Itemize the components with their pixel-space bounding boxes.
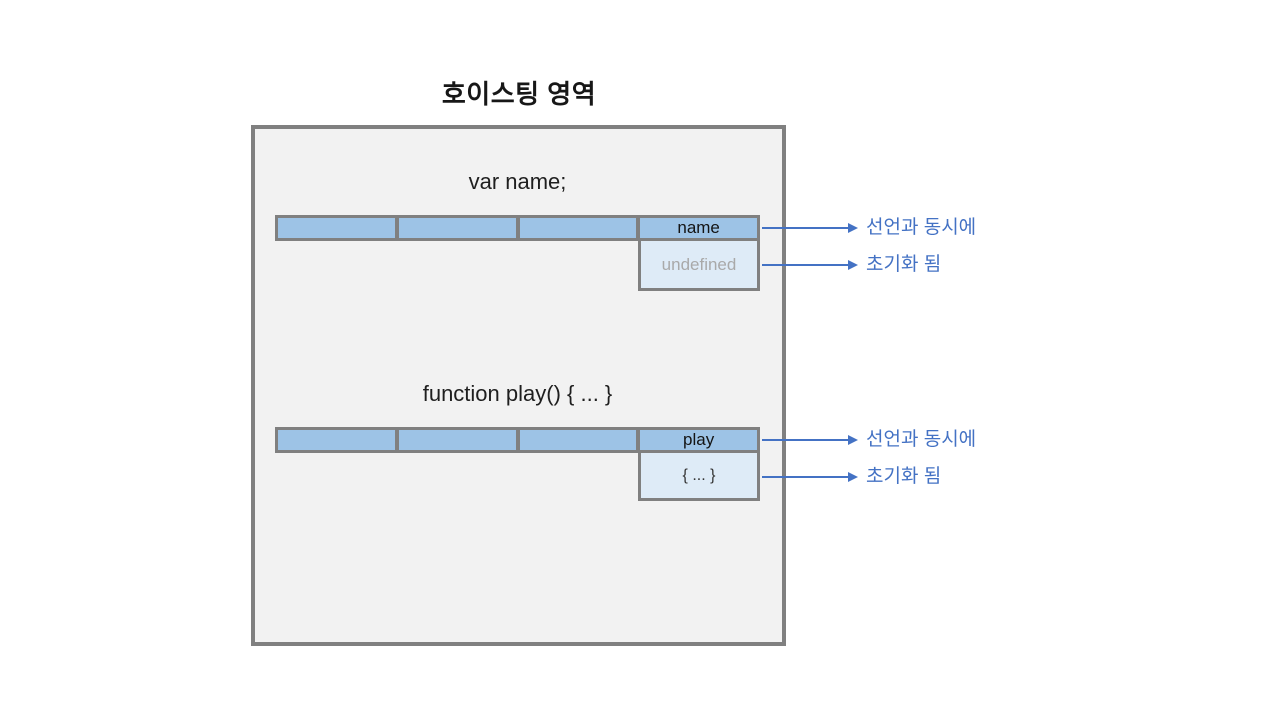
annotation-label: 선언과 동시에: [866, 217, 977, 238]
slot-name-cell: play: [640, 430, 757, 450]
empty-cell: [278, 430, 395, 450]
code-label-function: function play() { ... }: [422, 381, 613, 406]
arrow-right-icon: [848, 223, 858, 233]
annotation-arrow: [762, 259, 858, 271]
arrow-line: [762, 227, 849, 229]
empty-cell: [278, 218, 395, 238]
empty-cell: [398, 430, 516, 450]
arrow-line: [762, 264, 849, 266]
slot-value-cell-undefined: undefined: [638, 241, 760, 291]
memory-slot-bar-var: name: [275, 215, 760, 241]
arrow-right-icon: [848, 435, 858, 445]
arrow-line: [762, 476, 849, 478]
empty-cell: [398, 218, 516, 238]
annotation-label: 초기화 됨: [866, 254, 942, 275]
arrow-line: [762, 439, 849, 441]
slot-value-cell-function-body: { ... }: [638, 453, 760, 501]
annotation-label: 초기화 됨: [866, 466, 942, 487]
arrow-right-icon: [848, 472, 858, 482]
arrow-right-icon: [848, 260, 858, 270]
code-label-var: var name;: [468, 169, 567, 194]
annotation-label: 선언과 동시에: [866, 429, 977, 450]
annotation-arrow: [762, 222, 858, 234]
empty-cell: [519, 430, 637, 450]
diagram-title: 호이스팅 영역: [441, 79, 597, 109]
annotation-arrow: [762, 434, 858, 446]
empty-cell: [519, 218, 637, 238]
memory-slot-bar-function: play: [275, 427, 760, 453]
hoisting-area-box: [251, 125, 786, 646]
annotation-arrow: [762, 471, 858, 483]
slot-name-cell: name: [640, 218, 757, 238]
